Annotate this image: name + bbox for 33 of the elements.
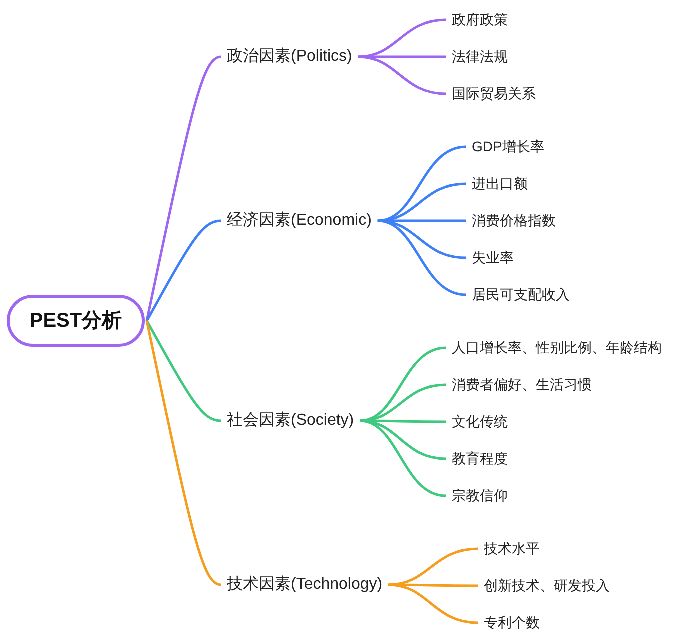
- branch-line: [146, 220, 222, 322]
- sub-branch-label: 法律法规: [448, 46, 512, 68]
- sub-branch-label: GDP增长率: [468, 136, 548, 158]
- sub-branch-label: 国际贸易关系: [448, 83, 540, 105]
- sub-branch-label: 文化传统: [448, 411, 512, 433]
- sub-branch-label: 教育程度: [448, 448, 512, 470]
- sub-branch-label: 技术水平: [480, 538, 544, 560]
- sub-branch-label: 创新技术、研发投入: [480, 575, 614, 597]
- branch-line: [146, 320, 222, 422]
- sub-branch-label: 专利个数: [480, 612, 544, 634]
- sub-branch-label: 人口增长率、性别比例、年龄结构: [448, 337, 666, 359]
- branch-line: [378, 182, 466, 222]
- sub-branch-label: 政府政策: [448, 9, 512, 31]
- branch-line: [388, 584, 478, 624]
- sub-branch-label: 消费者偏好、生活习惯: [448, 374, 596, 396]
- branch-line: [146, 320, 222, 586]
- sub-branch-label: 失业率: [468, 247, 518, 269]
- main-branch-label: 技术因素(Technology): [223, 573, 387, 597]
- branch-line: [358, 56, 446, 96]
- main-branch-label: 经济因素(Economic): [223, 209, 376, 233]
- branch-line: [388, 548, 478, 586]
- central-topic-box: PEST分析: [7, 295, 145, 347]
- main-branch-label: 政治因素(Politics): [223, 45, 356, 69]
- branch-line: [360, 420, 446, 498]
- sub-branch-label: 消费价格指数: [468, 210, 560, 232]
- sub-branch-label: 宗教信仰: [448, 485, 512, 507]
- sub-branch-label: 居民可支配收入: [468, 284, 574, 306]
- branch-line: [146, 56, 222, 322]
- branch-line: [360, 384, 446, 422]
- branch-line: [358, 18, 446, 58]
- branch-line: [378, 220, 466, 296]
- main-branch-label: 社会因素(Society): [223, 409, 358, 433]
- sub-branch-label: 进出口额: [468, 173, 532, 195]
